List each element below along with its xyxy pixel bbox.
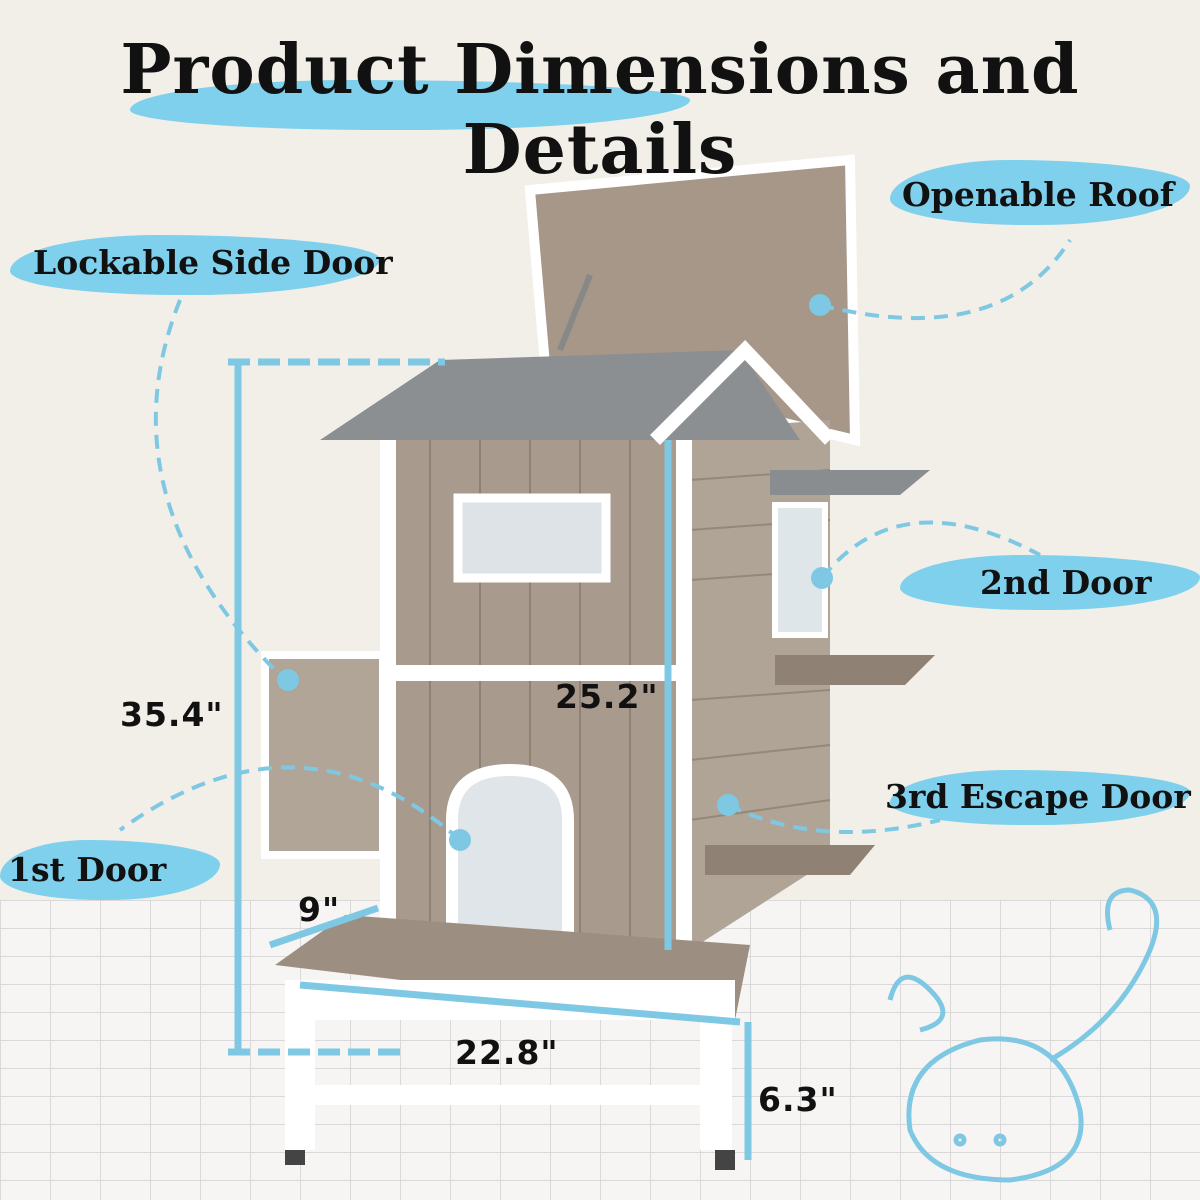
lower-shelf <box>705 845 875 875</box>
step-height-dimension: 6.3" <box>758 1080 838 1119</box>
roof-support-arm <box>557 273 593 352</box>
second-door-label: 2nd Door <box>980 563 1152 602</box>
lockable-side-door-label: Lockable Side Door <box>33 243 393 282</box>
first-door-label-brush <box>0 840 220 900</box>
callout-leaders <box>118 238 1072 842</box>
house-height-dimension: 25.2" <box>555 677 659 716</box>
third-escape-door-label: 3rd Escape Door <box>885 777 1191 816</box>
upper-shelf <box>770 470 930 495</box>
second-door-label-brush <box>900 555 1200 610</box>
step-width-dimension: 22.8" <box>455 1033 559 1072</box>
lockable-side-door <box>261 651 387 859</box>
openable-roof-label: Openable Roof <box>902 175 1174 214</box>
title-brush-stroke <box>130 80 690 130</box>
dimension-lines <box>228 358 752 1160</box>
middle-shelf <box>775 655 935 685</box>
first-door-label: 1st Door <box>8 850 167 889</box>
page-title: Product Dimensions and Details <box>120 30 1080 190</box>
callout-dots <box>277 294 833 851</box>
roof-label-brush <box>890 160 1190 225</box>
front-window <box>453 493 611 583</box>
side-door-label-brush <box>10 235 380 295</box>
total-height-dimension: 35.4" <box>120 695 224 734</box>
step-depth-dimension: 9" <box>298 890 341 929</box>
cat-doodle-icon <box>887 887 1160 1183</box>
third-door-label-brush <box>890 770 1190 825</box>
first-door-flap <box>446 763 574 946</box>
